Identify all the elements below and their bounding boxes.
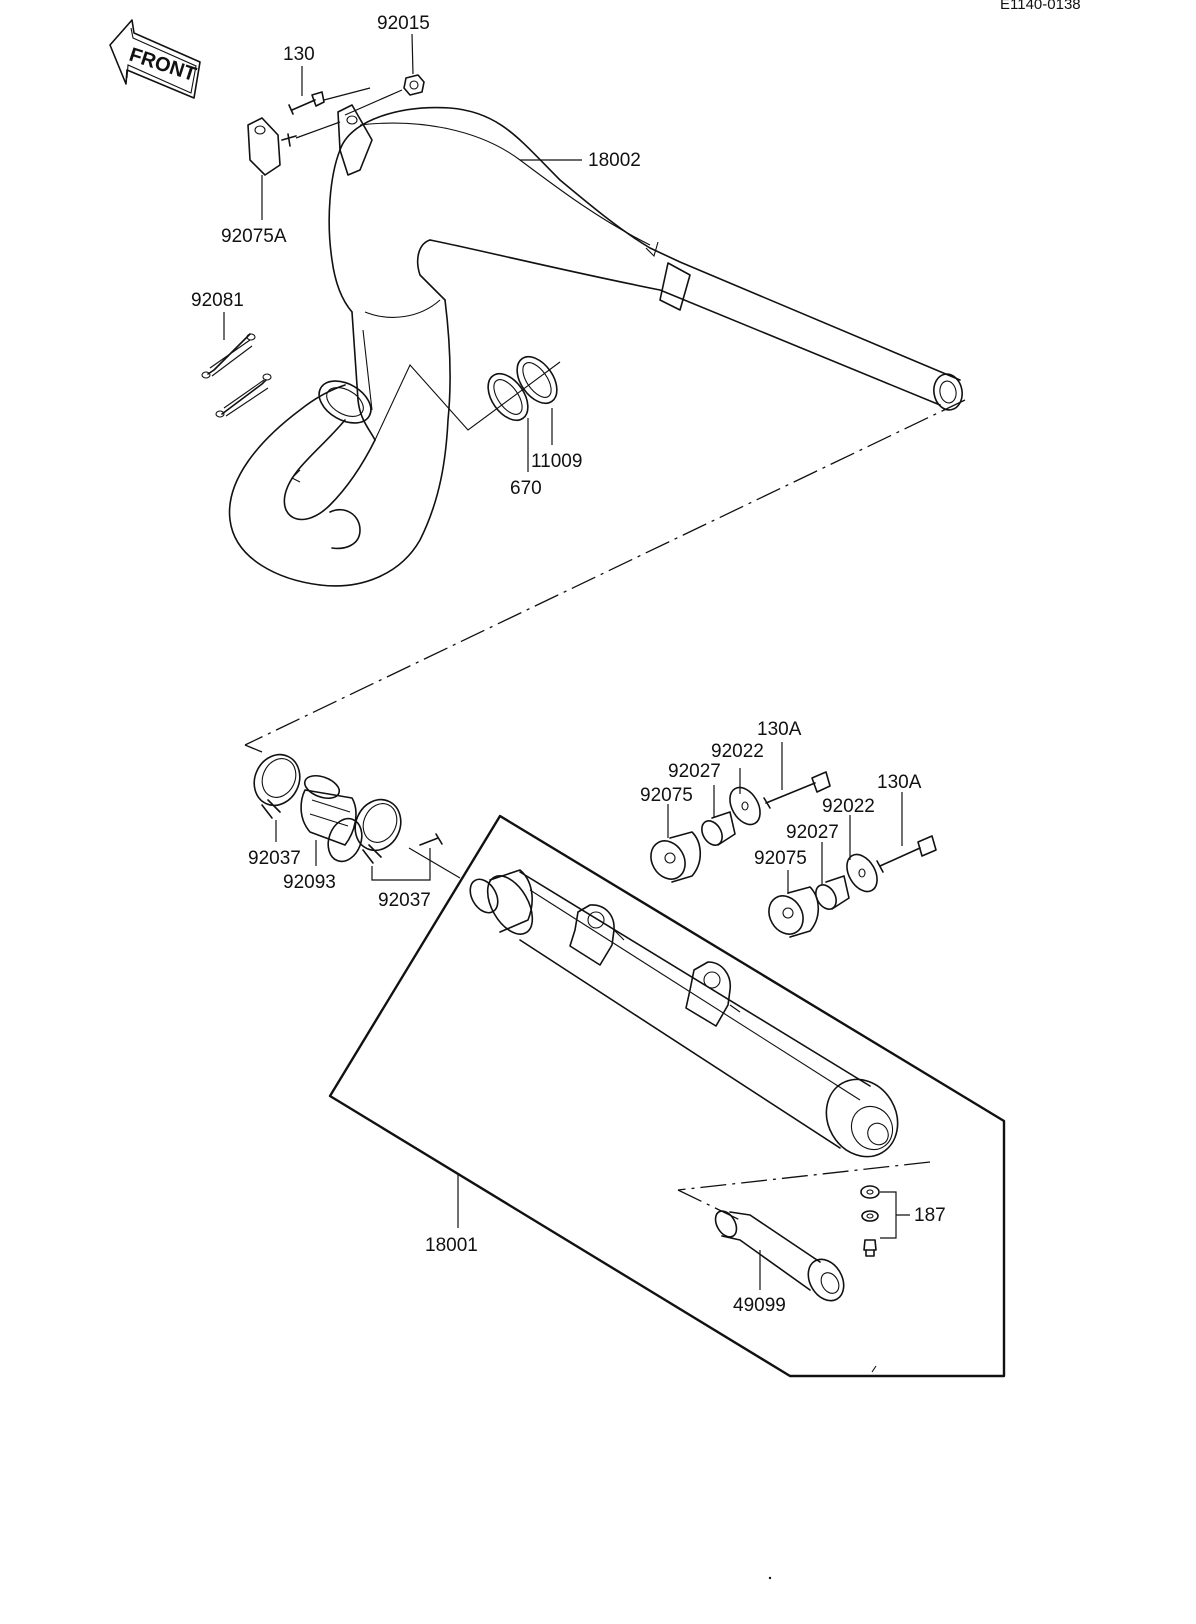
silencer-18001: 18001 [425,869,899,1256]
guide-line-outlet [677,1161,931,1191]
label-92075-1: 92075 [640,785,693,806]
tick-mark [871,1365,877,1373]
label-18001: 18001 [425,1235,478,1256]
bolt-130: 130 [283,44,371,115]
label-92022-1: 92022 [711,741,764,762]
guide-line-end [244,744,263,753]
diagram-code: E1140-0138 [1000,0,1081,13]
silencer-assembly-box [328,814,1006,1378]
damper-plate-92075A: 92075A [221,117,341,247]
springs-92081: 92081 [191,290,272,418]
label-187: 187 [914,1205,946,1226]
front-direction-arrow: FRONT [109,19,201,99]
label-92015: 92015 [377,13,430,34]
label-92037-right: 92037 [378,890,431,911]
label-49099: 49099 [733,1295,786,1316]
stray-dot [768,1576,772,1580]
nut-92015: 92015 [377,13,430,96]
label-92022-2: 92022 [822,796,875,817]
label-670: 670 [510,478,542,499]
chamber-mount-bracket [337,89,403,176]
label-92081: 92081 [191,290,244,311]
label-92075-2: 92075 [754,848,807,869]
label-92093: 92093 [283,872,336,893]
mount-set-1: 130A 92022 92027 92075 [640,719,831,883]
label-11009: 11009 [531,451,582,472]
label-130A-1: 130A [757,719,802,740]
sleeve-92093: 92093 [283,774,363,893]
label-92075A: 92075A [221,226,287,247]
label-92037-left: 92037 [248,848,301,869]
hardware-187: 187 [860,1185,946,1257]
label-92027-2: 92027 [786,822,839,843]
clamp-92037-left: 92037 [248,753,301,869]
label-130: 130 [283,44,315,65]
expansion-chamber-18002 [228,106,963,587]
mount-set-2: 130A 92022 92027 92075 [754,772,937,938]
label-92027-1: 92027 [668,761,721,782]
clamp-92037-right: 92037 [354,798,461,911]
pipe-49099: 49099 [714,1210,845,1316]
front-arrow-text: FRONT [126,44,198,86]
label-18002: 18002 [588,150,641,171]
gaskets-670-11009: 670 11009 [374,356,582,499]
guide-line-stinger [244,399,966,746]
label-130A-2: 130A [877,772,922,793]
